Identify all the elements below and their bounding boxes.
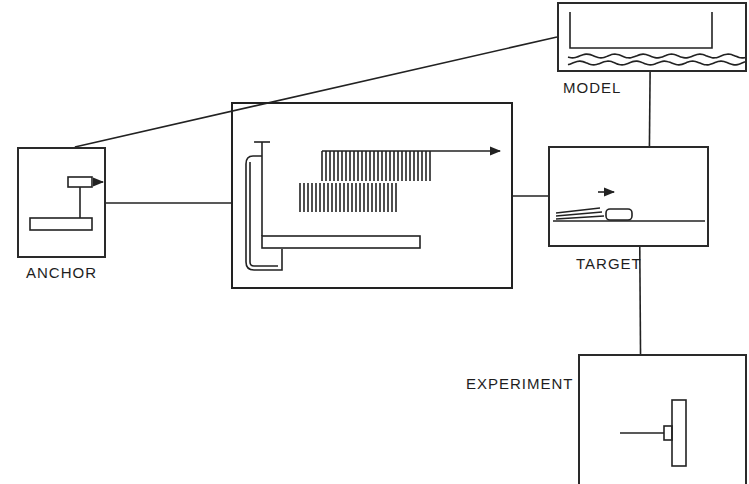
hatch-line (373, 151, 375, 181)
node-label: ANCHOR (26, 265, 97, 280)
debris-streak (556, 212, 602, 216)
hatch-line (353, 151, 355, 181)
hatch-line (355, 183, 357, 212)
anchor-box: ANCHOR (17, 147, 106, 258)
hatch-line (349, 151, 351, 181)
hatch-line (315, 183, 317, 212)
hatch-line (401, 151, 403, 181)
hatch-line (363, 183, 365, 212)
clamp-screw (261, 142, 263, 236)
target-box: TARGET (548, 146, 709, 247)
c-clamp (250, 162, 278, 266)
hatch-line (333, 151, 335, 181)
anchor-base (30, 218, 92, 230)
hatch-line (371, 183, 373, 212)
hatch-line (347, 183, 349, 212)
link-line (512, 195, 548, 197)
hatch-line (397, 151, 399, 181)
hatch-line (377, 151, 379, 181)
hatch-line (307, 183, 309, 212)
hatch-line (367, 183, 369, 212)
wave-line (568, 54, 745, 65)
hatch-line (375, 183, 377, 212)
hatch-line (369, 151, 371, 181)
hatch-line (303, 183, 305, 212)
hatch-line (351, 183, 353, 212)
wave-line (568, 54, 745, 58)
clamp-handle (254, 141, 270, 143)
target-disc (606, 209, 632, 220)
hatch-line (389, 151, 391, 181)
anchor-block (68, 177, 92, 187)
model-box: MODEL (557, 2, 747, 72)
wave-line (568, 61, 745, 65)
hatched-block (322, 151, 430, 181)
hatch-line (319, 183, 321, 212)
hatch-line (405, 151, 407, 181)
node-label: TARGET (576, 256, 642, 271)
hatch-line (365, 151, 367, 181)
hatch-line (387, 183, 389, 212)
hatch-line (383, 183, 385, 212)
hatch-line (311, 183, 313, 212)
hatch-line (425, 151, 427, 181)
hatch-line (417, 151, 419, 181)
node-label: EXPERIMENT (466, 376, 574, 391)
hatch-line (331, 183, 333, 212)
hatch-line (359, 183, 361, 212)
experiment-box: EXPERIMENT (578, 354, 747, 484)
motion-arrow (95, 181, 103, 183)
hatch-line (329, 151, 331, 181)
hatch-line (345, 151, 347, 181)
hatch-line (339, 183, 341, 212)
hatch-line (395, 183, 397, 212)
hatch-line (379, 183, 381, 212)
hatch-line (413, 151, 415, 181)
hatch-line (393, 151, 395, 181)
hatch-line (343, 183, 345, 212)
hatch-line (299, 183, 301, 212)
hatch-line (323, 183, 325, 212)
hatch-line (357, 151, 359, 181)
hatch-line (429, 151, 431, 181)
hatch-line (361, 151, 363, 181)
hatch-line (325, 151, 327, 181)
experiment-mount (664, 426, 672, 440)
motion-arrow (598, 191, 614, 193)
hatched-block (300, 183, 396, 212)
hatch-line (385, 151, 387, 181)
clamp-panel (232, 103, 512, 288)
hatch-line (321, 151, 323, 181)
beam (262, 236, 420, 248)
debris-streak (556, 216, 604, 219)
hatch-line (421, 151, 423, 181)
connector-line (649, 72, 651, 146)
experiment-rod (620, 432, 664, 434)
hatch-line (391, 183, 393, 212)
hatch-line (337, 151, 339, 181)
link-line (106, 202, 232, 204)
hatch-line (381, 151, 383, 181)
hatch-line (327, 183, 329, 212)
hatch-line (409, 151, 411, 181)
hatch-line (335, 183, 337, 212)
c-clamp (246, 156, 282, 270)
experiment-plate (672, 400, 686, 466)
node-label: MODEL (563, 80, 621, 95)
model-tank (570, 12, 712, 48)
anchor-rod (79, 187, 81, 218)
connector-line (75, 37, 557, 147)
motion-arrow (322, 150, 500, 152)
hatch-line (341, 151, 343, 181)
